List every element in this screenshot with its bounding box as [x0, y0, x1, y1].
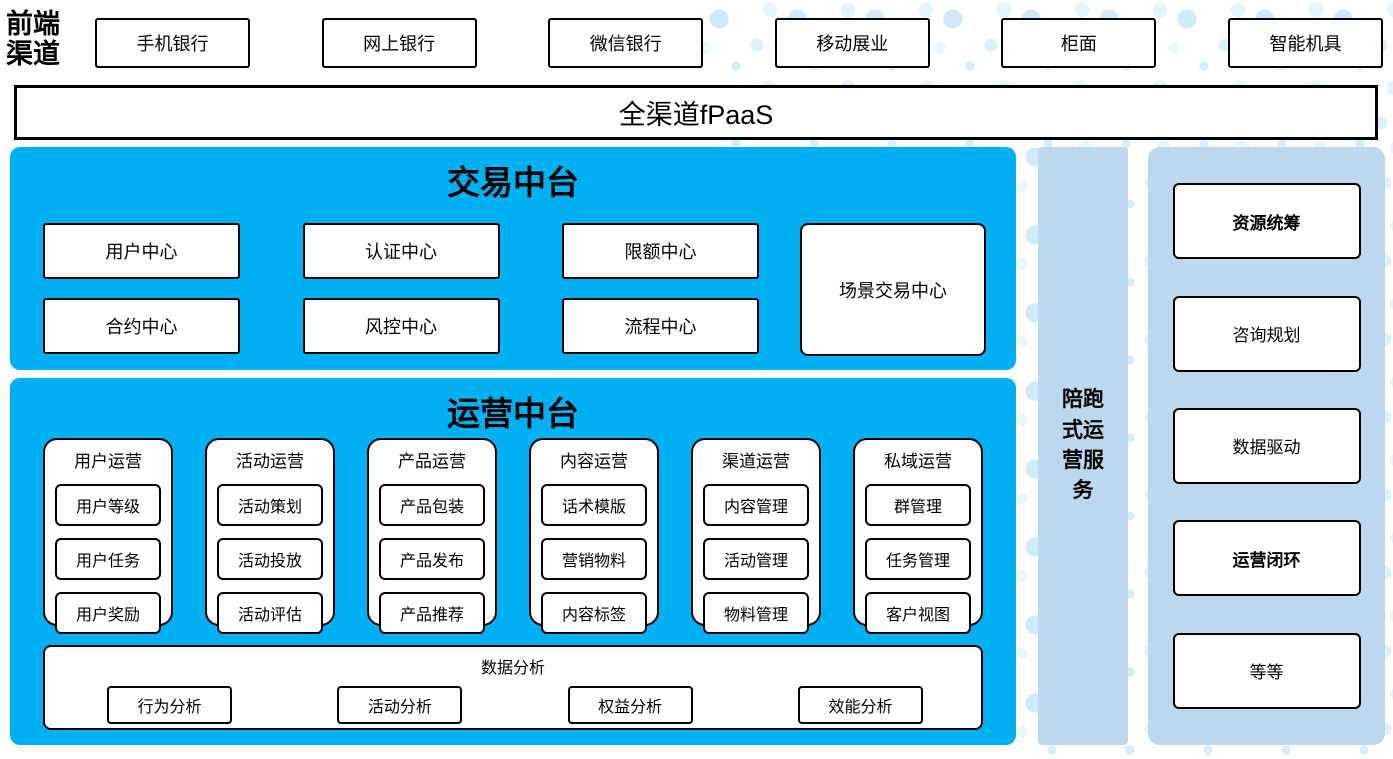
group-item: 物料管理: [703, 592, 809, 634]
operation-platform-title: 运营中台: [447, 394, 579, 433]
channel-smart-devices: 智能机具: [1227, 18, 1383, 68]
analysis-benefit: 权益分析: [567, 686, 693, 724]
group-item: 产品推荐: [379, 592, 485, 634]
data-analysis-row: 行为分析 活动分析 权益分析 效能分析: [45, 678, 981, 724]
operation-groups-row: 用户运营 用户等级 用户任务 用户奖励 活动运营 活动策划 活动投放 活动评估 …: [43, 438, 983, 634]
service-operation-loop: 运营闭环: [1172, 520, 1361, 597]
front-channels-row: 手机银行 网上银行 微信银行 移动展业 柜面 智能机具: [95, 18, 1383, 68]
center-process: 流程中心: [562, 298, 759, 354]
center-user: 用户中心: [43, 223, 240, 279]
group-item: 活动管理: [703, 538, 809, 580]
group-item: 用户等级: [55, 484, 161, 526]
group-item: 客户视图: [865, 592, 971, 634]
center-risk-control: 风控中心: [302, 298, 500, 354]
center-limit: 限额中心: [562, 223, 759, 279]
group-item: 任务管理: [865, 538, 971, 580]
channel-online-banking: 网上银行: [321, 18, 477, 68]
group-user-operation: 用户运营 用户等级 用户任务 用户奖励: [43, 438, 173, 634]
transaction-platform-title: 交易中台: [447, 163, 579, 202]
data-analysis-title: 数据分析: [480, 660, 545, 677]
group-item: 产品发布: [379, 538, 485, 580]
group-item: 活动投放: [217, 538, 323, 580]
channel-mobile-outreach: 移动展业: [774, 18, 930, 68]
service-resource-planning: 资源统筹: [1172, 183, 1361, 260]
front-channels-label: 前端渠道: [6, 9, 60, 71]
group-title: 用户运营: [74, 452, 142, 471]
group-title: 私域运营: [884, 452, 952, 471]
group-channel-operation: 渠道运营 内容管理 活动管理 物料管理: [691, 438, 821, 634]
group-item: 用户奖励: [55, 592, 161, 634]
group-item: 活动策划: [217, 484, 323, 526]
operation-platform-panel: 运营中台 用户运营 用户等级 用户任务 用户奖励 活动运营 活动策划 活动投放 …: [10, 378, 1016, 745]
channel-mobile-banking: 手机银行: [95, 18, 250, 68]
analysis-efficiency: 效能分析: [797, 686, 923, 724]
escort-operation-service-strip: 陪跑式运营服务: [1038, 147, 1128, 745]
group-item: 营销物料: [541, 538, 647, 580]
group-title: 活动运营: [236, 452, 304, 471]
group-item: 活动评估: [217, 592, 323, 634]
group-activity-operation: 活动运营 活动策划 活动投放 活动评估: [205, 438, 335, 634]
omni-channel-fpaas-bar: 全渠道fPaaS: [14, 85, 1378, 140]
group-item: 群管理: [865, 484, 971, 526]
group-title: 产品运营: [398, 452, 466, 471]
group-item: 产品包装: [379, 484, 485, 526]
group-item: 用户任务: [55, 538, 161, 580]
analysis-activity: 活动分析: [337, 686, 463, 724]
group-product-operation: 产品运营 产品包装 产品发布 产品推荐: [367, 438, 497, 634]
channel-wechat-banking: 微信银行: [548, 18, 704, 68]
transaction-platform-panel: 交易中台 用户中心 认证中心 限额中心 合约中心 风控中心 流程中心 场景交易中…: [10, 147, 1016, 370]
escort-operation-service-label: 陪跑式运营服务: [1062, 388, 1104, 503]
group-private-domain-operation: 私域运营 群管理 任务管理 客户视图: [853, 438, 983, 634]
group-title: 内容运营: [560, 452, 628, 471]
service-consulting-planning: 咨询规划: [1172, 295, 1361, 372]
center-authentication: 认证中心: [302, 223, 500, 279]
channel-counter: 柜面: [1001, 18, 1157, 68]
group-item: 内容管理: [703, 484, 809, 526]
group-title: 渠道运营: [722, 452, 790, 471]
service-data-driven: 数据驱动: [1172, 407, 1361, 484]
center-contract: 合约中心: [43, 298, 240, 354]
group-item: 话术模版: [541, 484, 647, 526]
analysis-behavior: 行为分析: [107, 686, 232, 724]
service-etc: 等等: [1172, 632, 1361, 709]
group-content-operation: 内容运营 话术模版 营销物料 内容标签: [529, 438, 659, 634]
scenario-transaction-center-box: 场景交易中心: [800, 223, 986, 356]
group-item: 内容标签: [541, 592, 647, 634]
service-panel: 资源统筹 咨询规划 数据驱动 运营闭环 等等: [1148, 147, 1385, 745]
data-analysis-panel: 数据分析 行为分析 活动分析 权益分析 效能分析: [43, 645, 983, 730]
transaction-centers-grid: 用户中心 认证中心 限额中心 合约中心 风控中心 流程中心: [43, 223, 759, 354]
